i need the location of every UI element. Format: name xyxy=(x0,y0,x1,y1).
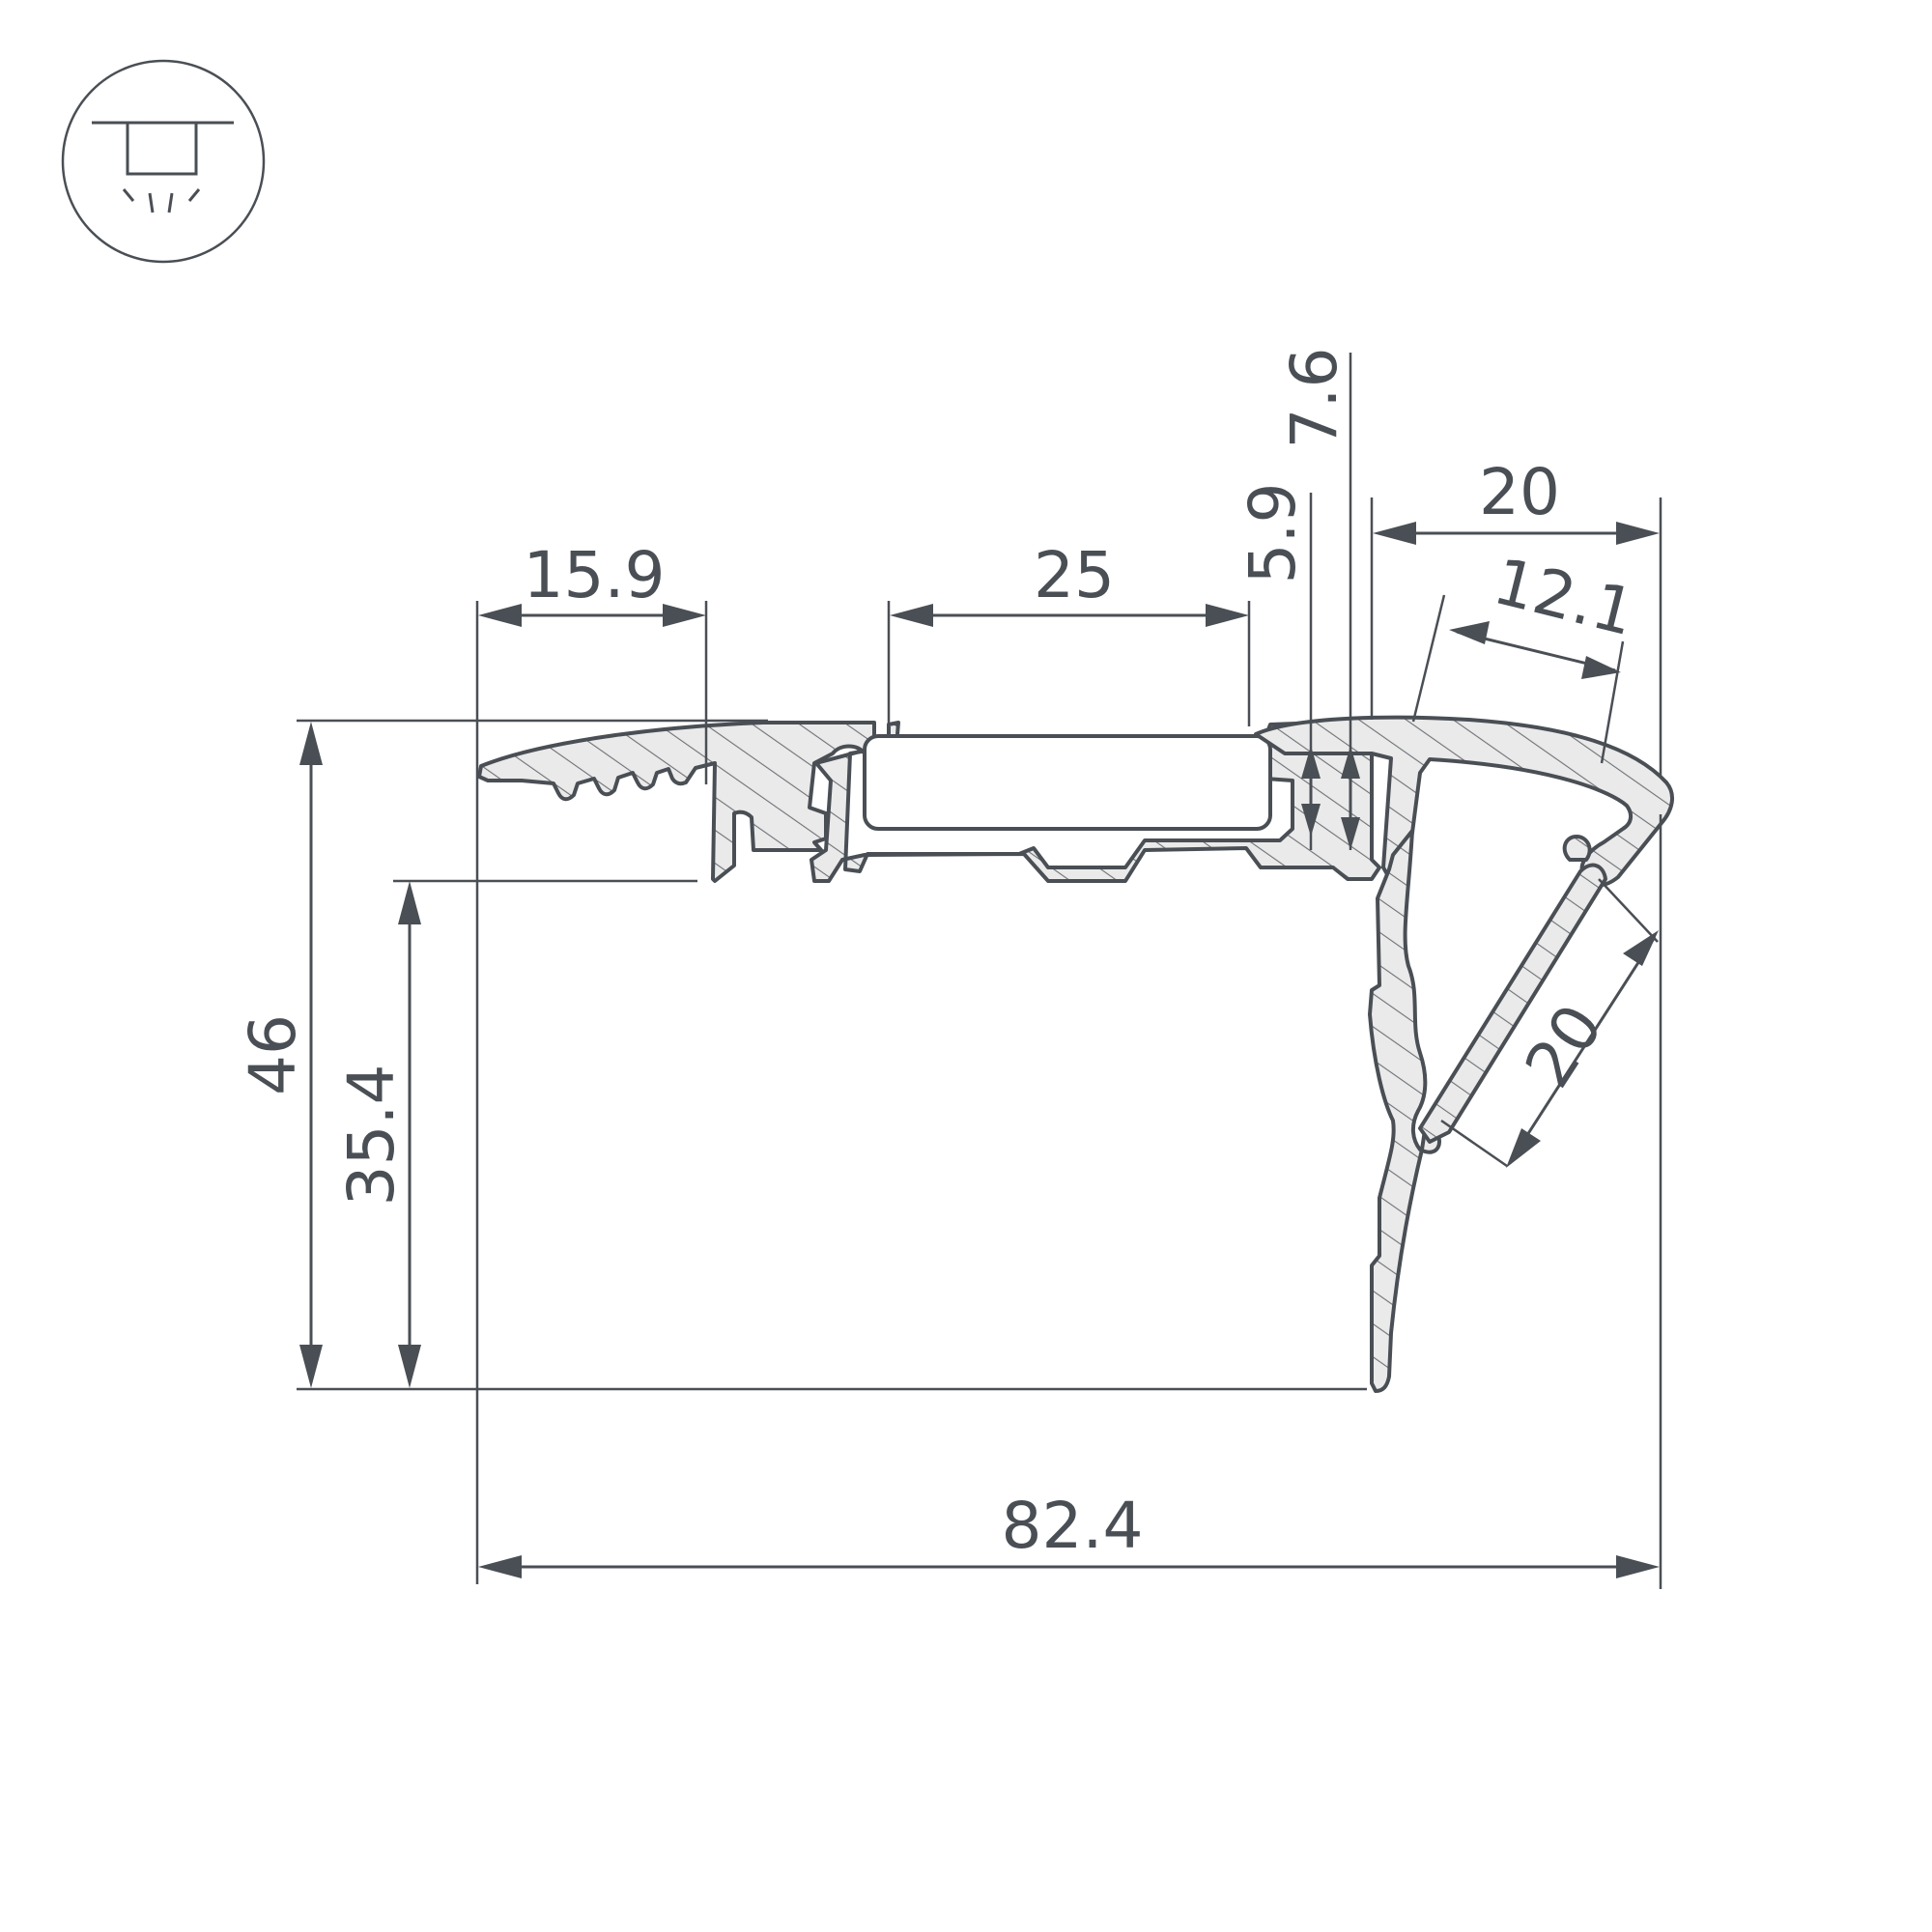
dimension-labels: 15.9 25 20 82.4 46 35.4 5.9 7.6 12.1 20 xyxy=(236,348,1642,1563)
dim-nose-width: 20 xyxy=(1479,455,1560,529)
diffuser xyxy=(1418,863,1607,1144)
dimension-lines xyxy=(297,353,1662,1589)
dim-channel-width: 25 xyxy=(1034,538,1115,612)
dim-channel-depth: 5.9 xyxy=(1236,483,1310,584)
clip-knob xyxy=(1562,835,1592,862)
ceiling-light-icon xyxy=(61,59,266,264)
dim-cover-height: 7.6 xyxy=(1277,348,1351,449)
dim-nose-top: 12.1 xyxy=(1487,544,1642,650)
dim-overall-height: 46 xyxy=(236,1014,310,1095)
riser xyxy=(1368,829,1441,1393)
dim-overall-width: 82.4 xyxy=(1002,1489,1144,1563)
tread-left xyxy=(477,721,876,883)
dim-tread-width: 15.9 xyxy=(524,538,666,612)
led-channel xyxy=(863,734,1272,831)
dim-inner-height: 35.4 xyxy=(334,1065,409,1207)
stair-profile xyxy=(477,715,1674,1393)
